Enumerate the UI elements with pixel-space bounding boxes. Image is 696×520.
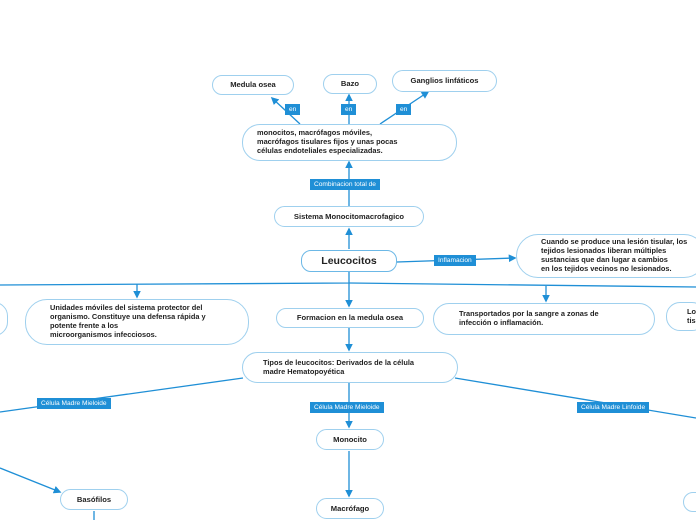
formacion-medula-node[interactable]: Formacion en la medula osea [276, 308, 424, 328]
tipos-leucocitos-node[interactable]: Tipos de leucocitos: Derivados de la cél… [242, 352, 458, 383]
en-tag-3: en [396, 104, 412, 116]
en-tag-2: en [341, 104, 357, 116]
macrofago-node[interactable]: Macrófago [316, 498, 384, 519]
right-bottom-edge-node[interactable] [683, 492, 696, 512]
monocito-node[interactable]: Monocito [316, 429, 384, 450]
leucocitos-root-node[interactable]: Leucocitos [301, 250, 397, 272]
transportados-node[interactable]: Transportados por la sangre a zonas de i… [433, 303, 655, 335]
basofilos-node[interactable]: Basófilos [60, 489, 128, 510]
inflamacion-description-node[interactable]: Cuando se produce una lesión tisular, lo… [516, 234, 696, 278]
bazo-node[interactable]: Bazo [323, 74, 377, 94]
linfoide-tag: Célula Madre Linfoide [577, 402, 650, 414]
ganglios-node[interactable]: Ganglios linfáticos [392, 70, 497, 92]
en-tag-1: en [285, 104, 301, 116]
mieloide-center-tag: Célula Madre Mieloide [310, 402, 384, 414]
right-edge-node[interactable]: Lo tis [666, 302, 696, 331]
combinacion-tag: Combinacion total de [310, 179, 380, 191]
medula-osea-node[interactable]: Medula osea [212, 75, 294, 95]
monocitos-description-node[interactable]: monocitos, macrófagos móviles, macrófago… [242, 124, 457, 161]
unidades-moviles-node[interactable]: Unidades móviles del sistema protector d… [25, 299, 249, 345]
sistema-monocitomacrofagico-node[interactable]: Sistema Monocitomacrofagico [274, 206, 424, 227]
inflamacion-tag: Inflamacion [434, 255, 476, 267]
mieloide-left-tag: Célula Madre Mieloide [37, 398, 111, 410]
